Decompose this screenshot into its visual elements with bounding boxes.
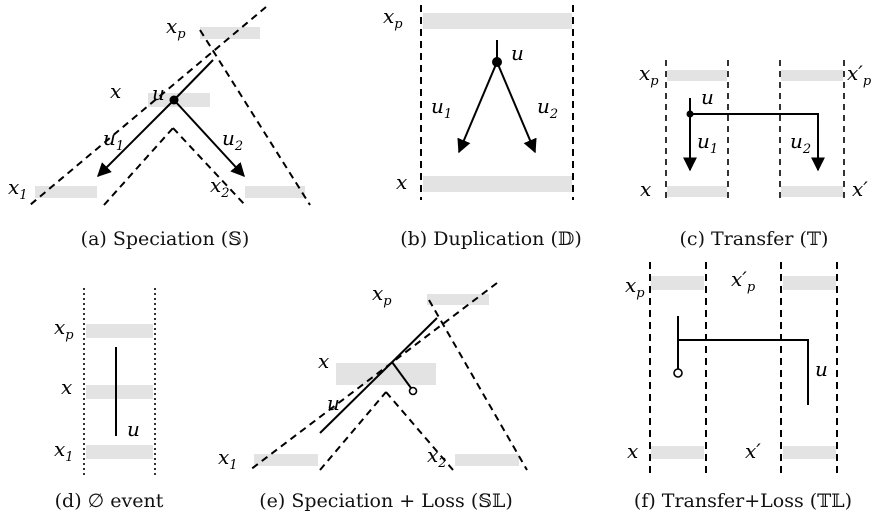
label-u1: u1 bbox=[103, 126, 124, 154]
label-u1: u1 bbox=[697, 129, 718, 157]
child-arrow-u2 bbox=[496, 61, 537, 154]
species-band-x2 bbox=[455, 454, 519, 466]
label-x1: x1 bbox=[54, 437, 74, 465]
child-arrow-u1 bbox=[457, 61, 498, 154]
label-xprime: x′ bbox=[852, 177, 868, 201]
caption-transfer: (c) Transfer (𝕋) bbox=[680, 228, 829, 250]
label-x: x bbox=[61, 375, 72, 399]
panel-null-event: xp x u x1 (d) ∅ event bbox=[54, 288, 164, 512]
caption-transfer-loss: (f) Transfer+Loss (𝕋𝕃) bbox=[634, 490, 852, 512]
gene-branch-u bbox=[173, 59, 214, 101]
label-u: u bbox=[701, 85, 714, 109]
label-x: x bbox=[640, 177, 651, 201]
caption-duplication: (b) Duplication (𝔻) bbox=[400, 228, 582, 250]
species-tube-outer-right bbox=[199, 29, 311, 206]
caption-speciation-loss: (e) Speciation + Loss (𝕊𝕃) bbox=[259, 490, 512, 512]
label-x2: x2 bbox=[427, 443, 447, 471]
species-band-x bbox=[336, 363, 436, 385]
panel-transfer: xp x′p u u1 u2 x x′ (c) Transfer (𝕋) bbox=[639, 60, 872, 250]
species-band-xp bbox=[423, 13, 572, 29]
transfer-branch-u bbox=[678, 339, 809, 405]
loss-node bbox=[408, 386, 418, 396]
species-band-x1 bbox=[86, 445, 153, 459]
label-u: u bbox=[327, 391, 340, 415]
species-band-xprime bbox=[783, 446, 836, 459]
species-band-xp bbox=[200, 27, 260, 39]
label-xp: xp bbox=[639, 61, 659, 89]
species-band-xp bbox=[427, 294, 489, 305]
species-band-x2 bbox=[245, 186, 305, 198]
caption-null-event: (d) ∅ event bbox=[55, 490, 164, 512]
label-x1: x1 bbox=[8, 175, 28, 203]
species-band-x bbox=[667, 186, 727, 197]
species-band-xp bbox=[86, 324, 153, 338]
species-band-xpp bbox=[781, 70, 843, 81]
label-u: u bbox=[815, 357, 828, 381]
species-band-x bbox=[651, 446, 704, 459]
species-tube-outer-right bbox=[428, 299, 528, 471]
label-u: u bbox=[127, 417, 140, 441]
species-tube-outer-left bbox=[249, 282, 498, 471]
label-xpp: x′p bbox=[847, 61, 872, 89]
gene-branch-u bbox=[319, 317, 438, 434]
lost-branch bbox=[391, 361, 412, 389]
label-u2: u2 bbox=[790, 129, 811, 157]
species-band-x1 bbox=[254, 454, 318, 466]
label-xprime: x′ bbox=[745, 439, 761, 463]
panel-duplication: xp u u1 u2 x (b) Duplication (𝔻) bbox=[383, 4, 582, 250]
species-band-x bbox=[86, 385, 153, 399]
label-x2: x2 bbox=[210, 173, 230, 201]
panel-transfer-loss: xp x′p u x x′ (f) Transfer+Loss (𝕋𝕃) bbox=[625, 262, 852, 512]
label-x: x bbox=[396, 170, 407, 194]
caption-speciation: (a) Speciation (𝕊) bbox=[81, 228, 250, 250]
label-x1: x1 bbox=[218, 445, 238, 473]
species-band-xprime bbox=[781, 186, 843, 197]
species-tube-inner-right bbox=[172, 127, 246, 206]
label-u2: u2 bbox=[222, 126, 243, 154]
label-u2: u2 bbox=[537, 94, 558, 122]
panel-speciation-loss: xp x u x1 x2 (e) Speciation + Loss (𝕊𝕃) bbox=[218, 281, 528, 512]
label-xp: xp bbox=[383, 4, 403, 32]
label-xpp: x′p bbox=[731, 267, 756, 295]
species-tube-inner-left bbox=[103, 127, 174, 206]
label-u1: u1 bbox=[431, 94, 452, 122]
label-xp: xp bbox=[54, 315, 74, 343]
species-band-xpp bbox=[783, 276, 836, 290]
loss-node bbox=[673, 368, 683, 378]
species-band-x bbox=[148, 93, 210, 107]
species-band-xp bbox=[651, 276, 704, 290]
child-arrow-u1 bbox=[97, 99, 175, 177]
transfer-arrow-u2 bbox=[690, 113, 825, 172]
label-x: x bbox=[318, 349, 329, 373]
panel-speciation: xp x u u1 u2 x1 x2 (a) Speciation (𝕊) bbox=[8, 6, 311, 250]
child-arrow-u2 bbox=[173, 99, 245, 178]
species-band-xp bbox=[667, 70, 727, 81]
label-x: x bbox=[110, 79, 121, 103]
label-u: u bbox=[152, 81, 165, 105]
species-band-x bbox=[423, 176, 572, 192]
label-x: x bbox=[627, 439, 638, 463]
label-u: u bbox=[511, 41, 524, 65]
label-xp: xp bbox=[166, 14, 186, 42]
species-tube-inner-right bbox=[385, 391, 454, 471]
label-xp: xp bbox=[372, 281, 392, 309]
label-xp: xp bbox=[625, 273, 645, 301]
species-tube-inner-left bbox=[319, 391, 387, 471]
species-tube-outer-left bbox=[29, 6, 267, 206]
